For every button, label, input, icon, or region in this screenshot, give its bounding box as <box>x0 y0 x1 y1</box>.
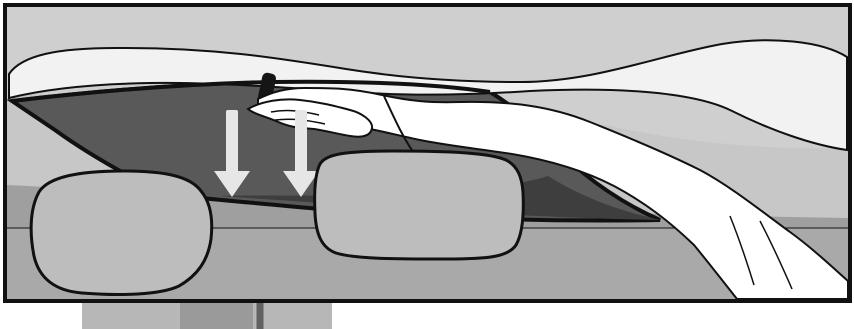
headrest-icon-right <box>315 151 524 259</box>
lower-strip-shadow <box>180 301 253 329</box>
headrest-icon-left <box>31 171 212 295</box>
